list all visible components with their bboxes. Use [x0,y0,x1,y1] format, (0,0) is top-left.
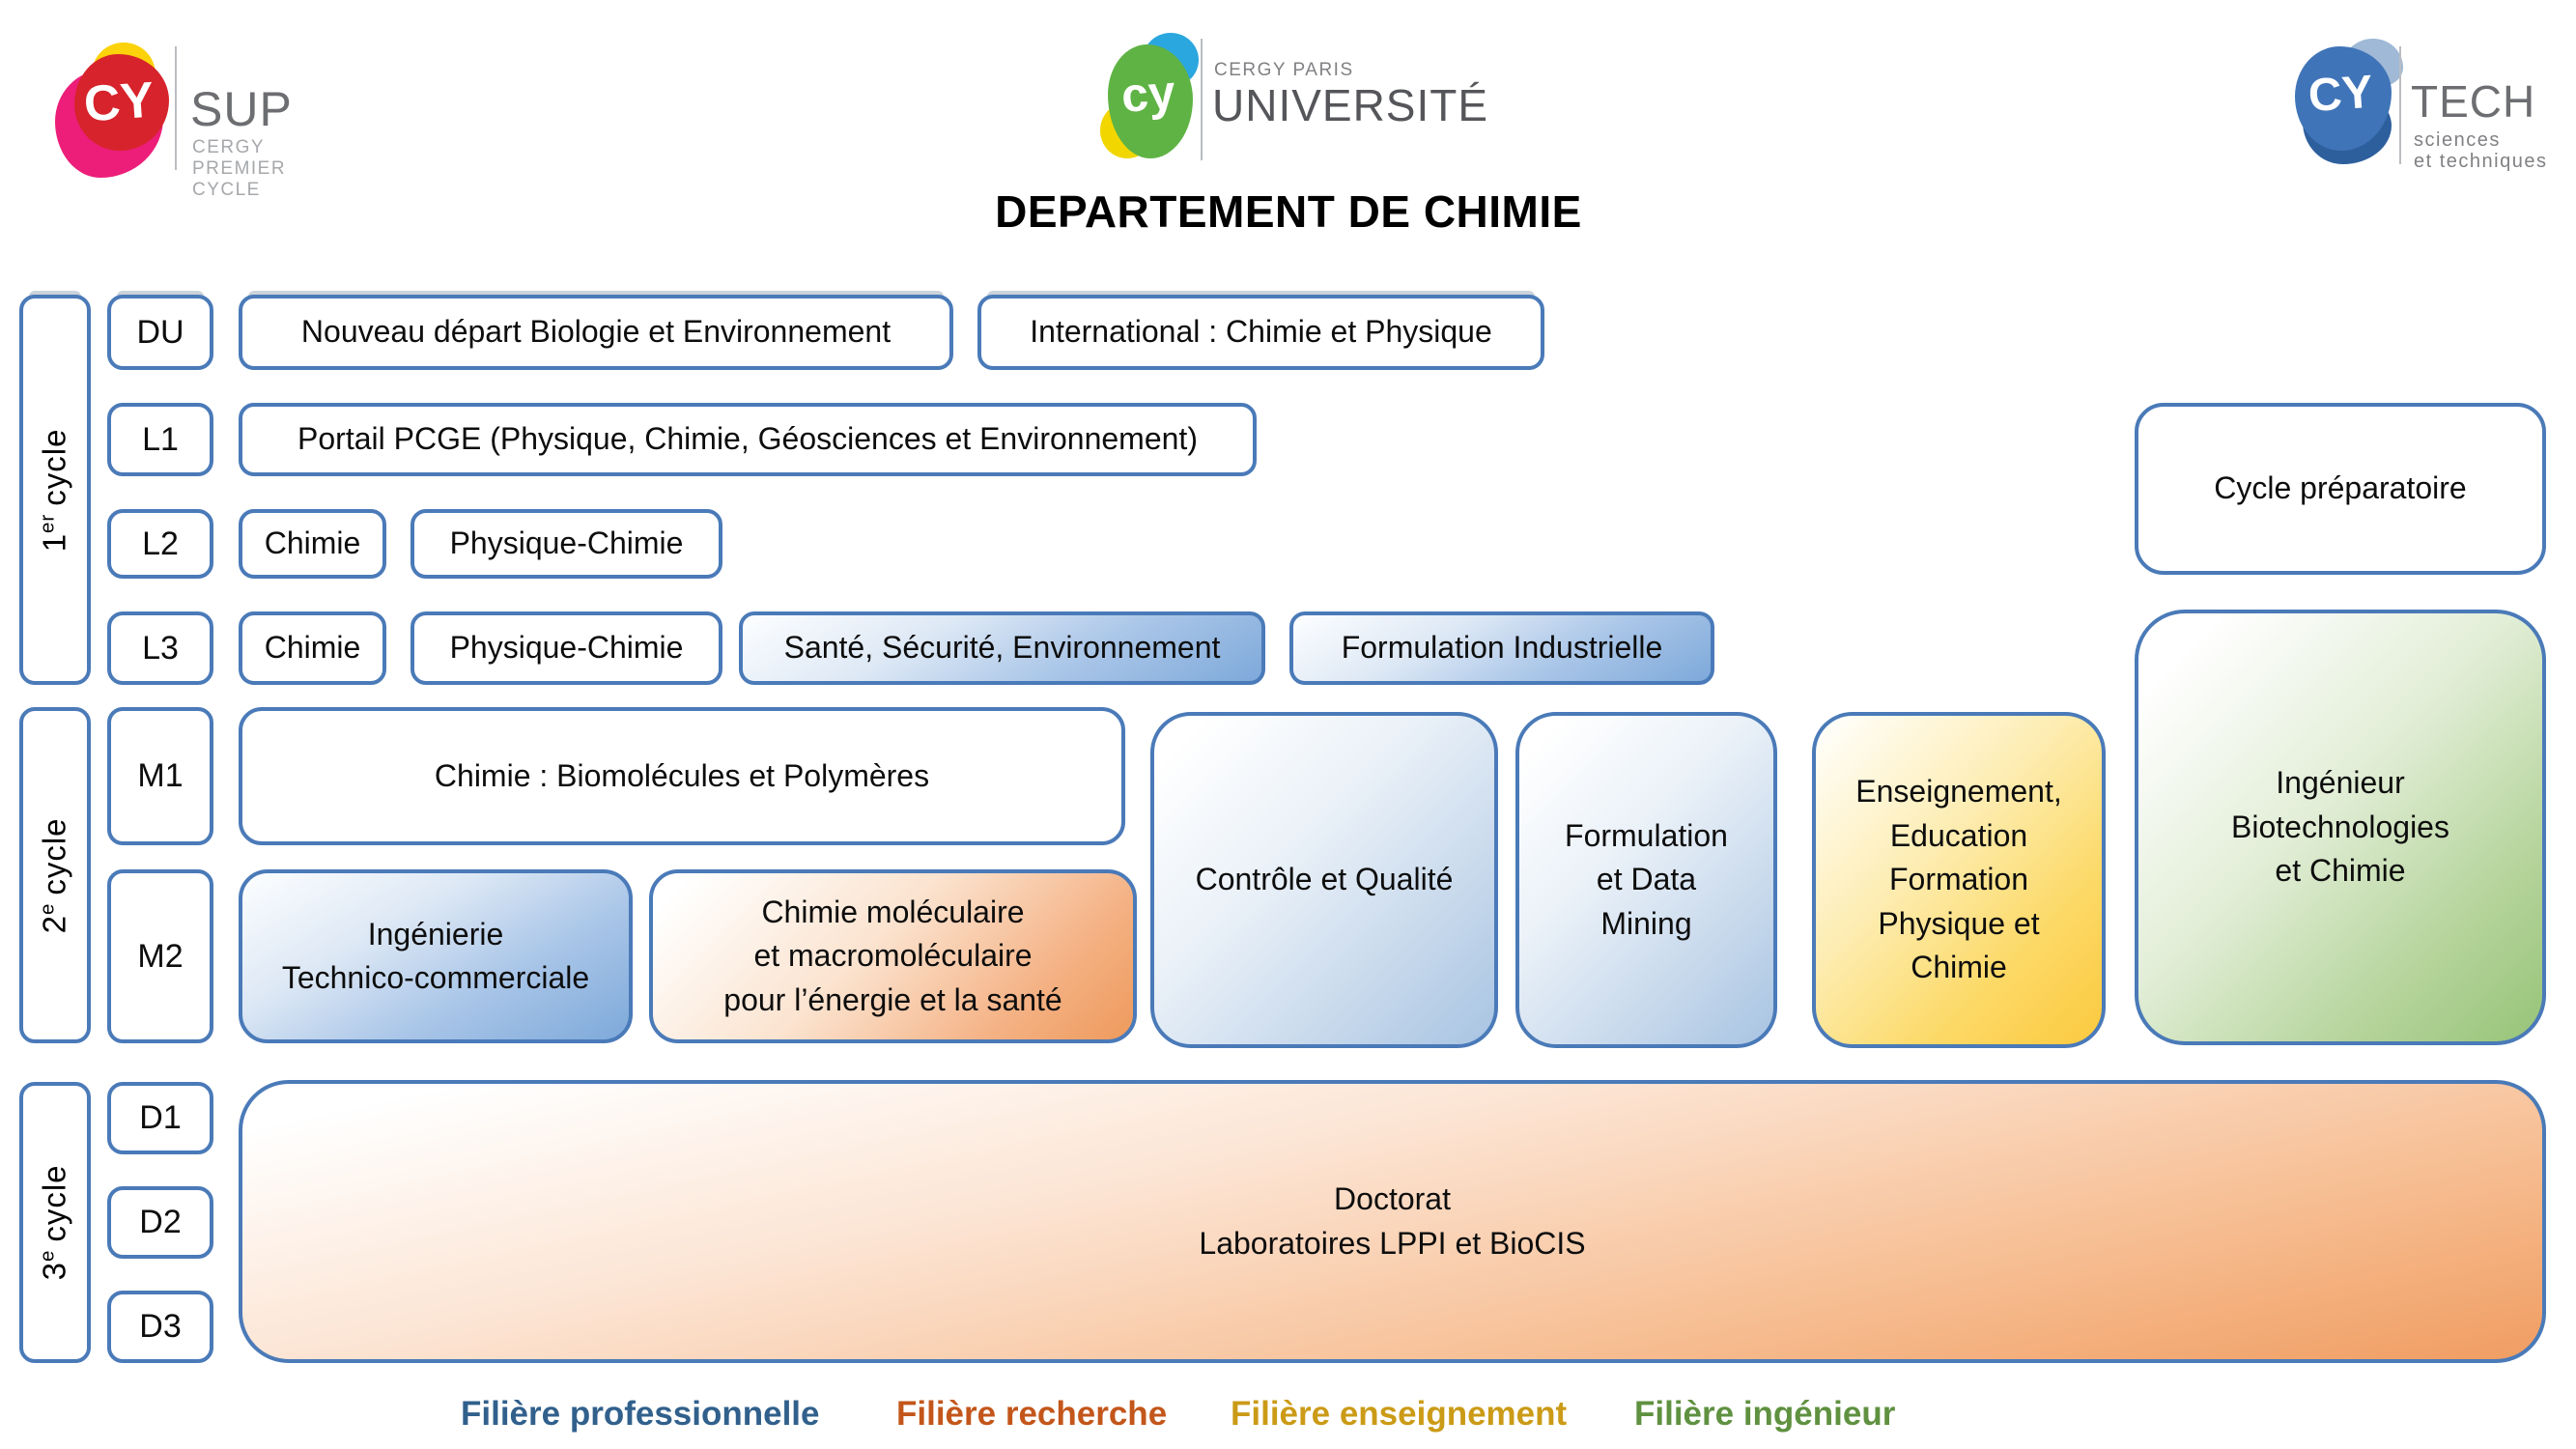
program-box-ingenieur-biotechnologies: Ingénieur Biotechnologies et Chimie [2135,610,2546,1045]
program-box-l3-sante-securite-environnement: Santé, Sécurité, Environnement [739,611,1265,685]
level-box-d1: D1 [107,1082,213,1154]
cy-universite-name: UNIVERSITÉ [1212,80,1489,130]
program-box-controle-et-qualite: Contrôle et Qualité [1150,712,1498,1048]
program-box-cycle-preparatoire: Cycle préparatoire [2135,403,2546,575]
program-box-m1-biomolecules-polymeres: Chimie : Biomolécules et Polymères [239,707,1125,845]
level-box-l3: L3 [107,611,213,685]
cycle-label-2e-text: 2ecycle [36,817,72,933]
program-box-l3-physique-chimie: Physique-Chimie [410,611,722,685]
cycle-label-1er-text: 1ercycle [36,428,72,552]
legend-item: Filière professionnelle [461,1395,820,1433]
cy-tech-logo: CY TECH sciences et techniques [2287,37,2576,177]
cy-tech-subline-2: et techniques [2414,151,2548,172]
cycle-label-3e: 3ecycle [19,1082,91,1363]
level-box-l1: L1 [107,403,213,476]
program-box-l2-physique-chimie: Physique-Chimie [410,509,722,579]
cy-tech-divider [2399,46,2401,164]
program-box-formulation-data-mining: Formulation et Data Mining [1515,712,1777,1048]
cy-universite-divider [1201,39,1203,160]
program-box-m2-chimie-moleculaire: Chimie moléculaire et macromoléculaire p… [649,869,1137,1043]
cy-sup-logo-red-shape [74,54,169,151]
level-box-d3: D3 [107,1291,213,1363]
program-box-m2-ingenierie-technico-commerciale: Ingénierie Technico-commerciale [239,869,633,1043]
level-box-m1: M1 [107,707,213,845]
program-box-l3-chimie: Chimie [239,611,386,685]
cy-universite-logo: cy CERGY PARIS UNIVERSITÉ [1096,27,1502,172]
level-box-d2: D2 [107,1186,213,1259]
program-box-l3-formulation-industrielle: Formulation Industrielle [1289,611,1714,685]
cy-tech-blue-shape [2295,46,2392,151]
program-box-du-nouveau-depart: Nouveau départ Biologie et Environnement [239,295,953,370]
cy-sup-divider [175,46,177,170]
program-box-du-international: International : Chimie et Physique [977,295,1544,370]
cy-sup-subline-2: PREMIER CYCLE [192,158,287,200]
cy-tech-monogram: CY [2307,66,2375,123]
legend-item: Filière recherche [896,1395,1168,1433]
program-box-l2-chimie: Chimie [239,509,386,579]
level-box-l2: L2 [107,509,213,579]
cy-universite-monogram: cy [1119,65,1177,123]
level-box-du: DU [107,295,213,370]
cycle-label-1er: 1ercycle [19,295,91,685]
level-box-m2: M2 [107,869,213,1043]
cycle-label-2e: 2ecycle [19,707,91,1043]
program-box-enseignement-education: Enseignement, Education Formation Physiq… [1812,712,2106,1048]
cy-tech-subline-1: sciences [2414,129,2501,151]
cy-universite-subline: CERGY PARIS [1214,60,1354,80]
cy-tech-name: TECH [2411,76,2536,127]
cy-sup-name: SUP [190,82,293,136]
program-box-l1-portail-pcge: Portail PCGE (Physique, Chimie, Géoscien… [239,403,1257,476]
cy-sup-monogram: CY [82,71,156,133]
cy-sup-subline-1: CERGY [192,137,266,157]
cy-sup-logo: CY SUP CERGY PREMIER CYCLE [53,39,343,200]
cy-universite-green-shape [1108,44,1193,158]
program-box-doctorat: Doctorat Laboratoires LPPI et BioCIS [239,1080,2546,1363]
legend-item: Filière enseignement [1231,1395,1568,1433]
page-title: DEPARTEMENT DE CHIMIE [995,186,1582,237]
cycle-label-3e-text: 3ecycle [36,1164,72,1281]
legend-item: Filière ingénieur [1634,1395,1896,1433]
